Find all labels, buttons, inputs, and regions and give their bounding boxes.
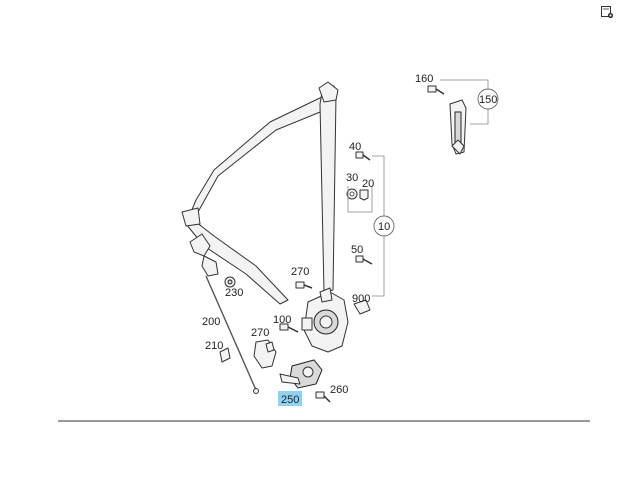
bolt-100 (279, 323, 299, 333)
label-210[interactable]: 210 (205, 340, 223, 352)
label-10[interactable]: 10 (378, 221, 390, 233)
callout-labels: 160 150 40 30 20 10 50 900 270 230 100 2… (202, 73, 499, 406)
label-270-upper[interactable]: 270 (291, 266, 309, 278)
label-100[interactable]: 100 (273, 314, 291, 326)
label-150[interactable]: 150 (479, 94, 497, 106)
bolt-40 (355, 151, 371, 161)
document-settings-button[interactable] (600, 5, 614, 19)
label-30[interactable]: 30 (346, 172, 358, 184)
bolt-260 (315, 391, 331, 403)
label-270-lower[interactable]: 270 (251, 327, 269, 339)
cap-20 (359, 189, 369, 201)
part-900 (353, 299, 371, 315)
label-40[interactable]: 40 (349, 141, 361, 153)
label-150-circle (477, 88, 499, 110)
label-250[interactable]: 250 (281, 394, 299, 406)
label-160[interactable]: 160 (415, 73, 433, 85)
label-200[interactable]: 200 (202, 316, 220, 328)
label-230[interactable]: 230 (225, 287, 243, 299)
label-10-circle (373, 215, 395, 237)
label-20[interactable]: 20 (362, 178, 374, 190)
bolt-50 (355, 255, 373, 265)
belt-strap (181, 81, 339, 305)
washer-30 (346, 188, 358, 200)
label-50[interactable]: 50 (351, 244, 363, 256)
pretensioner (279, 359, 323, 389)
bolt-160 (427, 85, 445, 95)
document-settings-icon (601, 6, 614, 19)
clip-210 (219, 347, 231, 363)
label-900[interactable]: 900 (352, 293, 370, 305)
belt-buckle-assembly (189, 233, 259, 394)
belt-retractor (301, 287, 349, 353)
bolt-270-upper (295, 281, 313, 289)
label-250-highlight (278, 391, 302, 406)
nut-230 (224, 276, 236, 288)
cover-part-270 (253, 339, 277, 369)
height-adjuster (449, 99, 467, 155)
label-260[interactable]: 260 (330, 384, 348, 396)
